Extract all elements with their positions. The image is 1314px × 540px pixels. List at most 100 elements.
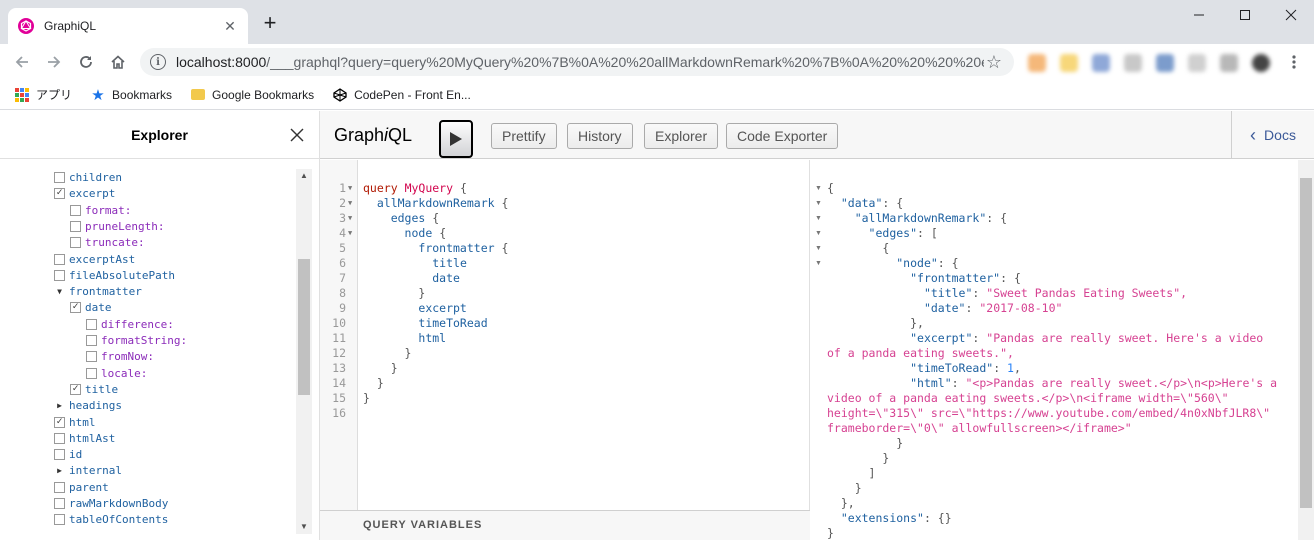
explorer-field-label: formatString: bbox=[101, 333, 188, 347]
caret-down-icon[interactable]: ▼ bbox=[57, 286, 62, 296]
checkbox-checked-icon[interactable]: ✓ bbox=[70, 383, 81, 395]
checkbox-icon[interactable] bbox=[54, 481, 65, 493]
explorer-field-date[interactable]: ✓date bbox=[70, 299, 112, 315]
explorer-field-htmlast[interactable]: htmlAst bbox=[54, 430, 115, 446]
bookmark-apps[interactable]: アプリ bbox=[14, 86, 72, 103]
explorer-field-html[interactable]: ✓html bbox=[54, 414, 96, 430]
new-tab-icon[interactable]: + bbox=[263, 10, 277, 35]
query-line: frontmatter { bbox=[418, 241, 509, 255]
checkbox-icon[interactable] bbox=[86, 367, 97, 379]
explorer-field-difference[interactable]: difference: bbox=[86, 316, 174, 332]
fold-arrow-icon[interactable]: ▼ bbox=[815, 215, 822, 222]
extension-icon[interactable] bbox=[1060, 54, 1078, 72]
explorer-field-truncate[interactable]: truncate: bbox=[70, 234, 145, 250]
checkbox-icon[interactable] bbox=[86, 318, 97, 330]
fold-arrow-icon[interactable]: ▼ bbox=[815, 245, 822, 252]
window-close-icon[interactable] bbox=[1268, 0, 1314, 30]
fold-arrow-icon[interactable]: ▼ bbox=[815, 230, 822, 237]
explorer-field-rawmarkdownbody[interactable]: rawMarkdownBody bbox=[54, 495, 168, 511]
bookmark-star-icon[interactable]: ☆ bbox=[985, 52, 1003, 72]
checkbox-icon[interactable] bbox=[54, 253, 65, 265]
bookmark-google-bookmarks[interactable]: Google Bookmarks bbox=[190, 87, 314, 103]
extension-icon[interactable] bbox=[1124, 54, 1142, 72]
fold-arrow-icon[interactable]: ▼ bbox=[348, 229, 353, 237]
query-editor[interactable]: 1▼query MyQuery {2▼ allMarkdownRemark {3… bbox=[320, 160, 810, 540]
history-button[interactable]: History bbox=[567, 123, 633, 149]
explorer-field-fromnow[interactable]: fromNow: bbox=[86, 348, 154, 364]
explorer-field-children[interactable]: children bbox=[54, 169, 122, 185]
scroll-down-icon[interactable]: ▼ bbox=[300, 522, 308, 531]
checkbox-icon[interactable] bbox=[70, 220, 81, 232]
fold-arrow-icon[interactable]: ▼ bbox=[348, 199, 353, 207]
site-info-icon[interactable]: i bbox=[150, 54, 166, 70]
explorer-field-formatstring[interactable]: formatString: bbox=[86, 332, 187, 348]
browser-menu-icon[interactable] bbox=[1280, 48, 1308, 76]
forward-arrow-icon[interactable] bbox=[40, 48, 68, 76]
extension-icon[interactable] bbox=[1092, 54, 1110, 72]
extension-icon[interactable] bbox=[1028, 54, 1046, 72]
scrollbar-thumb[interactable] bbox=[298, 259, 310, 395]
explorer-field-parent[interactable]: parent bbox=[54, 479, 109, 495]
explorer-field-fileabsolutepath[interactable]: fileAbsolutePath bbox=[54, 267, 175, 283]
bookmark-bookmarks[interactable]: ★ Bookmarks bbox=[90, 87, 172, 104]
line-number: 13 bbox=[332, 361, 346, 375]
checkbox-icon[interactable] bbox=[86, 350, 97, 362]
checkbox-icon[interactable] bbox=[54, 448, 65, 460]
explorer-field-headings[interactable]: ▶headings bbox=[54, 397, 122, 413]
bookmark-codepen[interactable]: CodePen - Front En... bbox=[332, 87, 471, 103]
explorer-field-frontmatter[interactable]: ▼frontmatter bbox=[54, 283, 142, 299]
query-variables-toggle[interactable]: QUERY VARIABLES bbox=[320, 510, 810, 540]
browser-tab[interactable]: GraphiQL ✕ bbox=[8, 8, 248, 44]
docs-button[interactable]: ‹ Docs bbox=[1231, 111, 1314, 159]
scroll-up-icon[interactable]: ▲ bbox=[300, 171, 308, 180]
checkbox-checked-icon[interactable]: ✓ bbox=[70, 301, 81, 313]
checkbox-icon[interactable] bbox=[54, 432, 65, 444]
explorer-field-id[interactable]: id bbox=[54, 446, 82, 462]
fold-arrow-icon[interactable]: ▼ bbox=[348, 184, 353, 192]
tab-close-icon[interactable]: ✕ bbox=[224, 17, 236, 34]
line-number: 16 bbox=[332, 406, 346, 420]
explorer-field-label: excerpt bbox=[69, 186, 116, 200]
address-bar[interactable]: i localhost:8000 /___graphql?query=query… bbox=[140, 48, 1014, 76]
scrollbar-thumb[interactable] bbox=[1300, 178, 1312, 508]
back-arrow-icon[interactable] bbox=[8, 48, 36, 76]
close-icon[interactable] bbox=[289, 127, 305, 143]
explorer-field-excerpt[interactable]: ✓ excerpt bbox=[54, 185, 115, 201]
reload-icon[interactable] bbox=[72, 48, 100, 76]
window-minimize-icon[interactable] bbox=[1176, 0, 1222, 30]
fold-arrow-icon[interactable]: ▼ bbox=[815, 185, 822, 192]
explorer-field-format[interactable]: format: bbox=[70, 202, 131, 218]
checkbox-icon[interactable] bbox=[54, 497, 65, 509]
explorer-field-locale[interactable]: locale: bbox=[86, 365, 147, 381]
explorer-scrollbar[interactable]: ▲ ▼ bbox=[296, 169, 312, 534]
checkbox-icon[interactable] bbox=[54, 269, 65, 281]
fold-arrow-icon[interactable]: ▼ bbox=[815, 260, 822, 267]
prettify-button[interactable]: Prettify bbox=[491, 123, 557, 149]
checkbox-icon[interactable] bbox=[54, 513, 65, 525]
extension-icon[interactable] bbox=[1220, 54, 1238, 72]
fold-arrow-icon[interactable]: ▼ bbox=[348, 214, 353, 222]
explorer-field-internal[interactable]: ▶internal bbox=[54, 462, 122, 478]
explorer-field-prunelength[interactable]: pruneLength: bbox=[70, 218, 164, 234]
checkbox-icon[interactable] bbox=[70, 236, 81, 248]
extension-icon[interactable] bbox=[1188, 54, 1206, 72]
explorer-field-title[interactable]: ✓title bbox=[70, 381, 118, 397]
checkbox-checked-icon[interactable]: ✓ bbox=[54, 416, 65, 428]
profile-avatar[interactable] bbox=[1252, 54, 1270, 72]
checkbox-icon[interactable] bbox=[86, 334, 97, 346]
extension-icon[interactable] bbox=[1156, 54, 1174, 72]
result-scrollbar[interactable] bbox=[1298, 160, 1314, 540]
explorer-button[interactable]: Explorer bbox=[644, 123, 719, 149]
execute-query-button[interactable] bbox=[439, 120, 473, 158]
caret-right-icon[interactable]: ▶ bbox=[57, 400, 62, 410]
checkbox-icon[interactable] bbox=[54, 171, 65, 183]
home-icon[interactable] bbox=[104, 48, 132, 76]
explorer-field-tableofcontents[interactable]: tableOfContents bbox=[54, 511, 168, 527]
explorer-field-excerptast[interactable]: excerptAst bbox=[54, 251, 135, 267]
checkbox-icon[interactable] bbox=[70, 204, 81, 216]
code-exporter-button[interactable]: Code Exporter bbox=[726, 123, 839, 149]
caret-right-icon[interactable]: ▶ bbox=[57, 465, 62, 475]
fold-arrow-icon[interactable]: ▼ bbox=[815, 200, 822, 207]
window-maximize-icon[interactable] bbox=[1222, 0, 1268, 30]
checkbox-checked-icon[interactable]: ✓ bbox=[54, 187, 65, 199]
